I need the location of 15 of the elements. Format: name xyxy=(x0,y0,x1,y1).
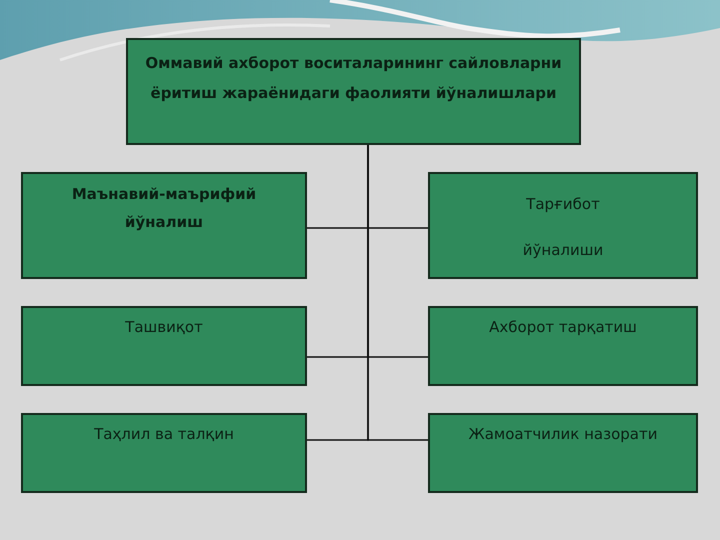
process-box xyxy=(21,306,307,386)
box-label: Маънавий-маърифий йўналиш xyxy=(70,184,258,233)
connector-line xyxy=(367,145,428,441)
box-label: Жамоатчилик назорати xyxy=(468,424,658,445)
box-label: Ташвиқот xyxy=(125,317,203,338)
box-label: Ахборот тарқатиш xyxy=(489,317,637,338)
box-label: Тарғибот йўналиши xyxy=(522,194,604,261)
box-label: Оммавий ахборот воситаларининг сайловларни ёритиш жараёнидаги фаолияти йўналишлари xyxy=(144,53,563,104)
process-box xyxy=(21,172,307,279)
process-box xyxy=(428,306,698,386)
process-box xyxy=(126,38,581,145)
process-box xyxy=(428,413,698,493)
box-label: Таҳлил ва талқин xyxy=(94,424,234,445)
process-box xyxy=(428,172,698,279)
process-box xyxy=(21,413,307,493)
